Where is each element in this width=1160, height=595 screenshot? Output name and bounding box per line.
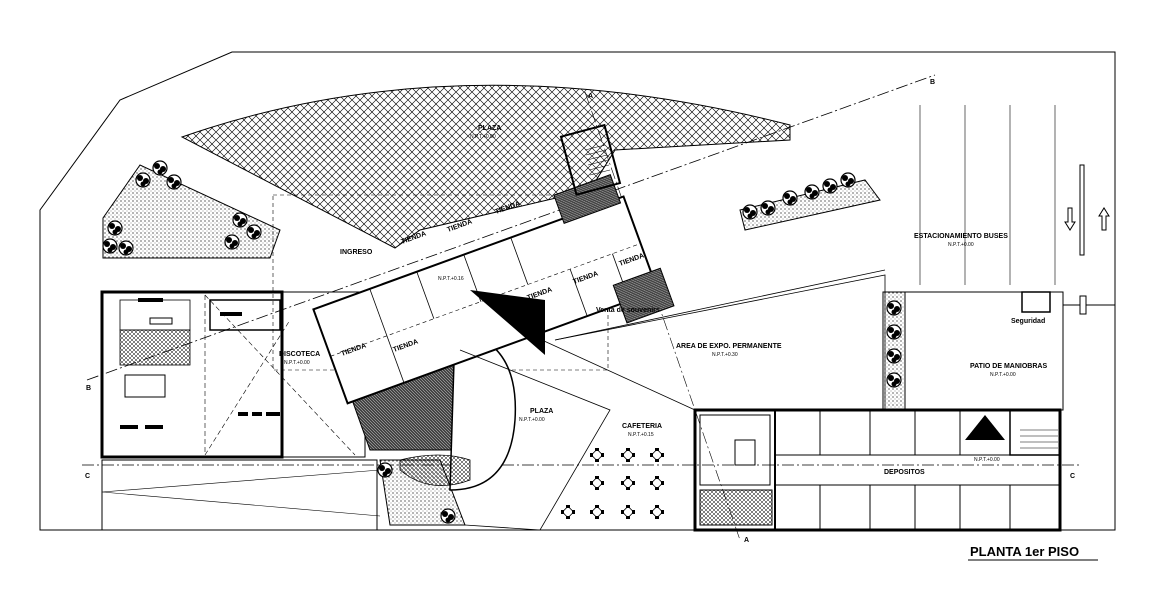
section-mark-b-right: B — [930, 79, 935, 86]
label-seguridad: Seguridad — [1011, 318, 1045, 325]
section-mark-b-left: B — [86, 385, 91, 392]
left-building — [100, 290, 366, 459]
label-area-expo-level: N.P.T.+0.30 — [712, 352, 738, 358]
top-plaza-paving — [180, 84, 791, 249]
label-souvenirs: Venta de souvenirs — [596, 307, 660, 314]
label-depositos: DEPOSITOS — [884, 469, 925, 476]
stair-core — [559, 123, 622, 196]
bus-parking — [919, 105, 1110, 285]
label-plaza-top: PLAZA — [478, 125, 501, 132]
plaza-wedge — [459, 349, 611, 531]
section-mark-a-bottom: A — [744, 537, 749, 544]
section-line-b — [86, 74, 936, 381]
label-patio-level: N.P.T.+0.00 — [990, 372, 1016, 378]
drawing-title: PLANTA 1er PISO — [970, 544, 1079, 559]
deposit-stairs — [1020, 429, 1058, 449]
label-cafeteria-level: N.P.T.+0.15 — [628, 432, 654, 438]
label-ingreso: INGRESO — [340, 249, 373, 256]
right-garden — [739, 179, 881, 231]
elevator-symbol — [965, 415, 1005, 440]
section-mark-c-left: C — [85, 473, 90, 480]
label-plaza-bottom: PLAZA — [530, 408, 553, 415]
site-boundary — [39, 51, 1116, 531]
patio-enclosure — [904, 291, 1064, 411]
cafeteria-tables — [560, 447, 665, 520]
label-estacionamiento: ESTACIONAMIENTO BUSES — [914, 233, 1008, 240]
label-plaza-top-level: N.P.T.+0.00 — [470, 134, 496, 140]
section-mark-a-top: A — [588, 93, 593, 100]
label-plaza-bottom-level: N.P.T.+0.00 — [519, 417, 545, 423]
label-npt-center: N.P.T.+0.16 — [438, 276, 464, 282]
label-area-expo: AREA DE EXPO. PERMANENTE — [676, 343, 782, 350]
deposits-building — [693, 408, 1062, 532]
section-line-a — [584, 91, 741, 541]
label-patio: PATIO DE MANIOBRAS — [970, 363, 1047, 370]
security-booth — [1021, 291, 1051, 313]
label-cafeteria: CAFETERIA — [622, 423, 662, 430]
label-estacionamiento-level: N.P.T.+0.00 — [948, 242, 974, 248]
label-depositos-level: N.P.T.+0.00 — [974, 457, 1000, 463]
stair-treads — [584, 144, 611, 176]
label-discoteca-level: N.P.T.+0.00 — [284, 360, 310, 366]
section-mark-c-right: C — [1070, 473, 1075, 480]
label-discoteca: DISCOTECA — [279, 351, 320, 358]
left-garden — [102, 164, 281, 259]
bottom-left-strip — [101, 459, 378, 531]
